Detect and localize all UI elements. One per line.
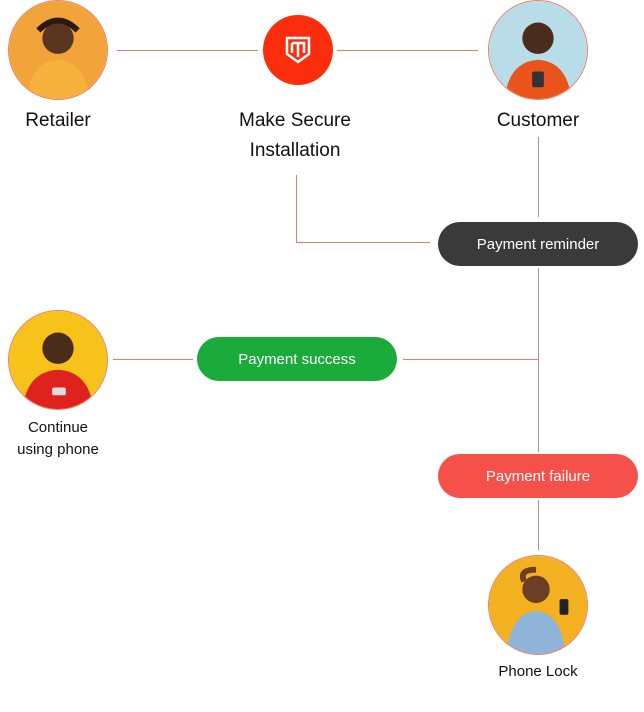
continue-line1: Continue bbox=[27, 419, 89, 436]
continue-label: Continue using phone bbox=[0, 417, 116, 461]
connector-success-branch bbox=[403, 359, 538, 360]
payment-reminder-pill: Payment reminder bbox=[438, 222, 638, 266]
connector-continue-success bbox=[113, 359, 193, 360]
connector-customer-reminder bbox=[538, 137, 539, 217]
make-secure-line2: Installation bbox=[249, 140, 341, 161]
payment-failure-pill: Payment failure bbox=[438, 454, 638, 498]
phone-lock-avatar bbox=[488, 555, 588, 655]
continue-avatar bbox=[8, 310, 108, 410]
payment-success-pill: Payment success bbox=[197, 337, 397, 381]
connector-retailer-secure bbox=[117, 50, 258, 51]
phone-lock-label: Phone Lock bbox=[498, 663, 578, 680]
make-secure-node bbox=[263, 15, 333, 85]
connector-reminder-failure bbox=[538, 268, 539, 452]
customer-avatar bbox=[488, 0, 588, 100]
customer-label: Customer bbox=[496, 110, 580, 131]
connector-secure-reminder bbox=[296, 242, 430, 243]
connector-failure-lock bbox=[538, 500, 539, 550]
make-secure-label: Make Secure Installation bbox=[205, 106, 385, 166]
retailer-avatar bbox=[8, 0, 108, 100]
shield-logo-icon bbox=[285, 36, 311, 64]
connector-secure-customer bbox=[337, 50, 478, 51]
make-secure-line1: Make Secure bbox=[239, 110, 351, 131]
connector-secure-down bbox=[296, 175, 297, 243]
continue-line2: using phone bbox=[17, 441, 99, 458]
retailer-label: Retailer bbox=[25, 110, 91, 131]
